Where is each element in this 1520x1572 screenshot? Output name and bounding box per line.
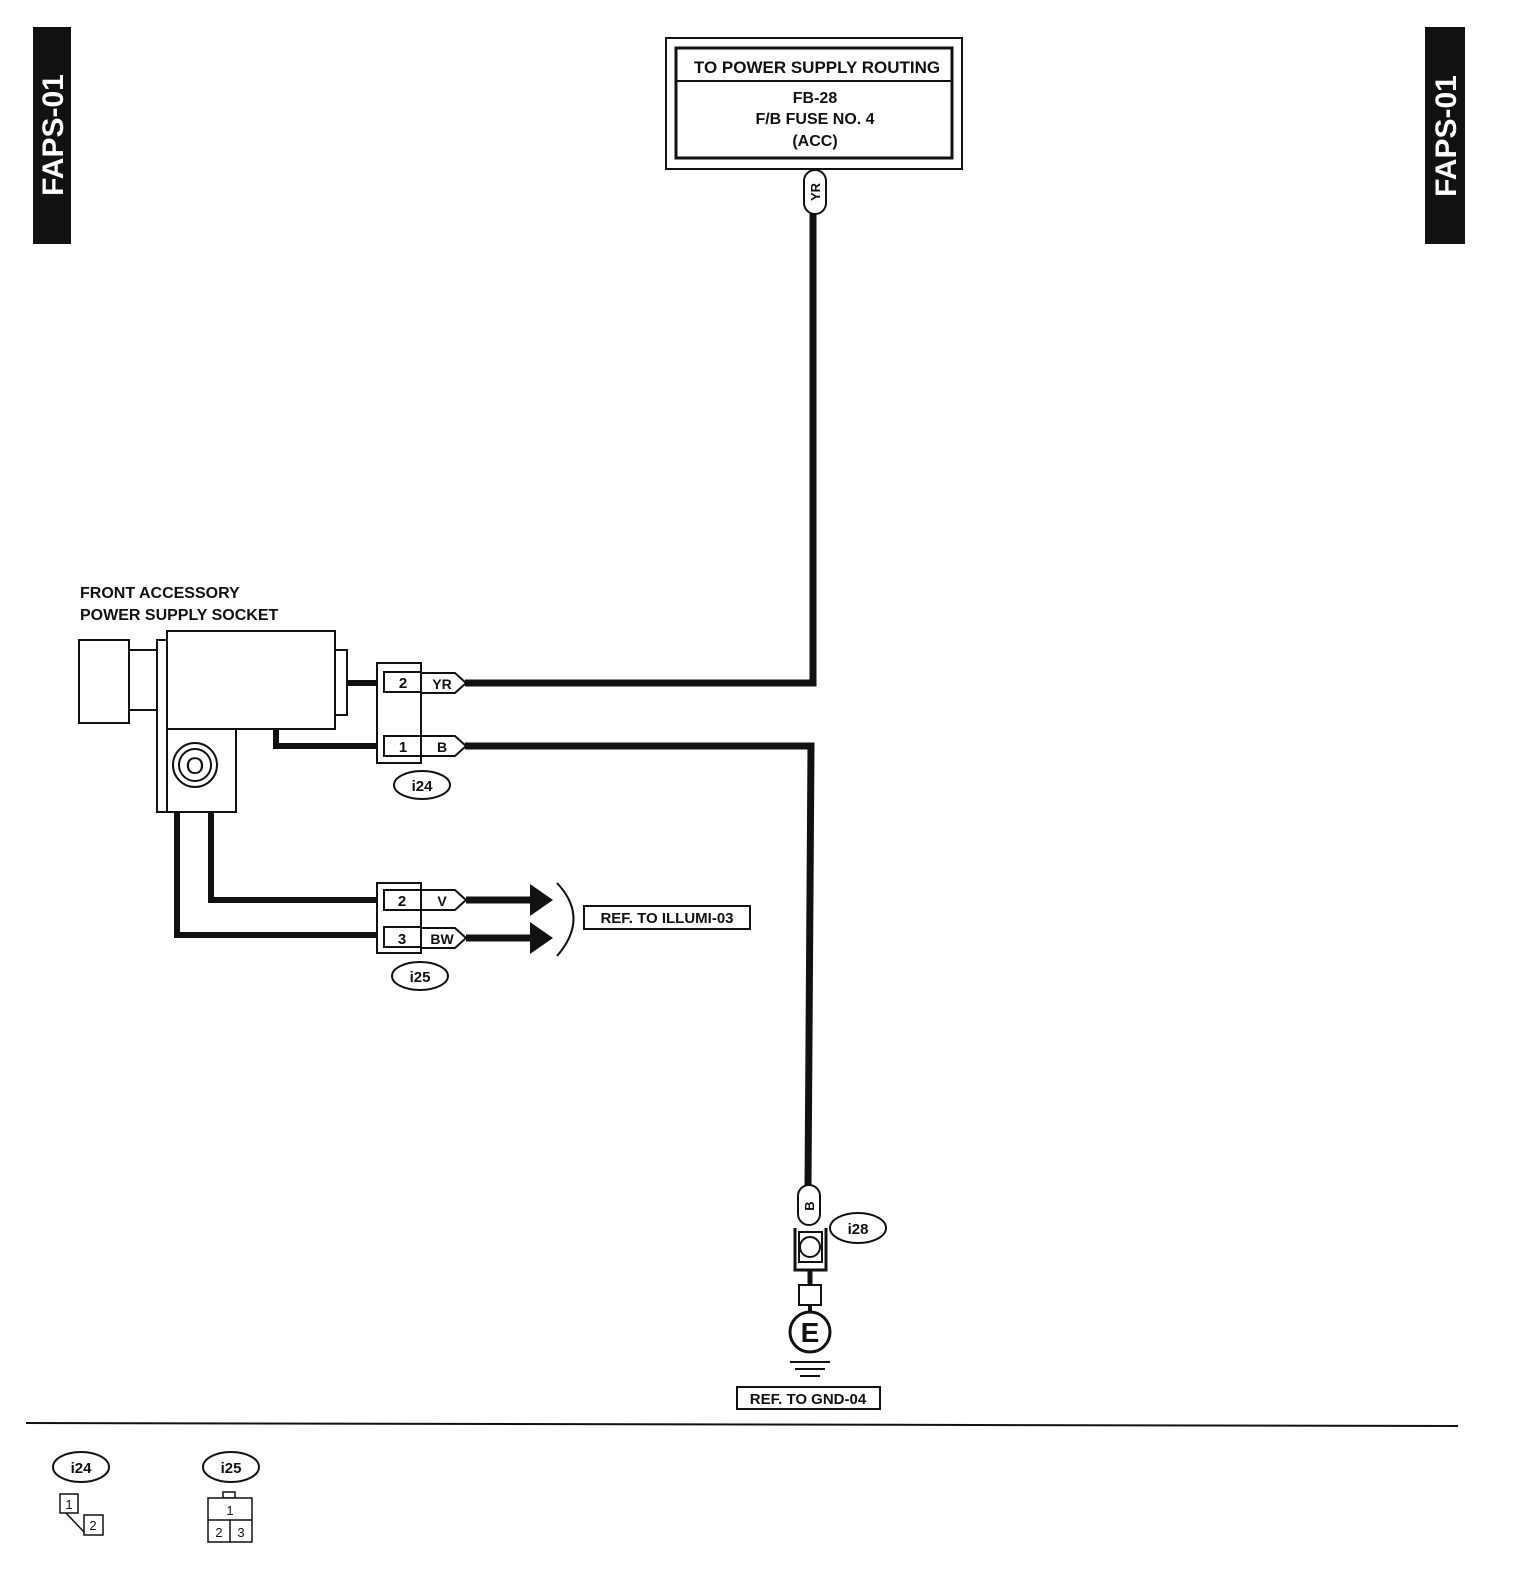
legend-i25-id: i25	[221, 1460, 242, 1477]
i25-wire-bw: BW	[430, 931, 454, 947]
power-box-line2: F/B FUSE NO. 4	[755, 111, 874, 128]
connector-i25: 2 3 V BW i25	[376, 882, 468, 991]
ref-gnd: REF. TO GND-04	[750, 1391, 867, 1408]
front-accessory-socket: FRONT ACCESSORY POWER SUPPLY SOCKET O	[78, 585, 348, 813]
i25-pin-2: 2	[398, 893, 406, 910]
illumi-arrows: REF. TO ILLUMI-03	[466, 882, 751, 957]
i24-id: i24	[412, 778, 434, 795]
i25-id: i25	[410, 969, 431, 986]
i24-wire-yr: YR	[432, 676, 451, 692]
legend-i24: i24 1 2	[52, 1451, 110, 1536]
i24-pin-1: 1	[399, 739, 407, 756]
legend-i25-cell-3: 3	[237, 1525, 244, 1540]
page-code-left: FAPS-01	[37, 74, 70, 196]
power-supply-box: TO POWER SUPPLY ROUTING FB-28 F/B FUSE N…	[665, 37, 963, 170]
feed-wire-label: YR	[808, 182, 823, 201]
ground-wire-label: B	[802, 1201, 817, 1210]
ground-wire-b	[465, 742, 815, 1188]
legend-i25-cell-1: 1	[226, 1503, 233, 1518]
page-code-tab-left: FAPS-01	[33, 27, 71, 244]
legend-i25-cell-2: 2	[215, 1525, 222, 1540]
legend-i24-cell-1: 1	[65, 1497, 72, 1512]
i25-wire-v: V	[437, 893, 447, 909]
feed-wire-yr: YR	[465, 169, 827, 687]
power-box-line1: FB-28	[793, 90, 838, 107]
page-code-right: FAPS-01	[1430, 75, 1463, 197]
power-box-title: TO POWER SUPPLY ROUTING	[694, 58, 940, 77]
page-code-tab-right: FAPS-01	[1425, 27, 1465, 244]
ref-illumi: REF. TO ILLUMI-03	[600, 910, 733, 927]
legend-divider	[25, 1422, 1459, 1427]
connector-i24: 2 1 YR B i24	[376, 662, 468, 800]
socket-label-line2: POWER SUPPLY SOCKET	[80, 607, 278, 624]
power-box-line3: (ACC)	[792, 133, 837, 150]
socket-wires	[174, 680, 380, 938]
i24-pin-2: 2	[399, 675, 407, 692]
legend-i24-cell-2: 2	[89, 1518, 96, 1533]
legend-i24-id: i24	[71, 1460, 93, 1477]
socket-label-line1: FRONT ACCESSORY	[80, 585, 240, 602]
earth-symbol: E	[801, 1317, 820, 1348]
i28-id: i28	[848, 1221, 869, 1238]
ground-assembly: B E i28 REF. TO GND-04	[736, 1184, 887, 1410]
i24-wire-b: B	[437, 739, 447, 755]
lamp-symbol: O	[186, 753, 205, 780]
legend-i25: i25 1 2 3	[202, 1451, 260, 1543]
i25-pin-3: 3	[398, 931, 406, 948]
